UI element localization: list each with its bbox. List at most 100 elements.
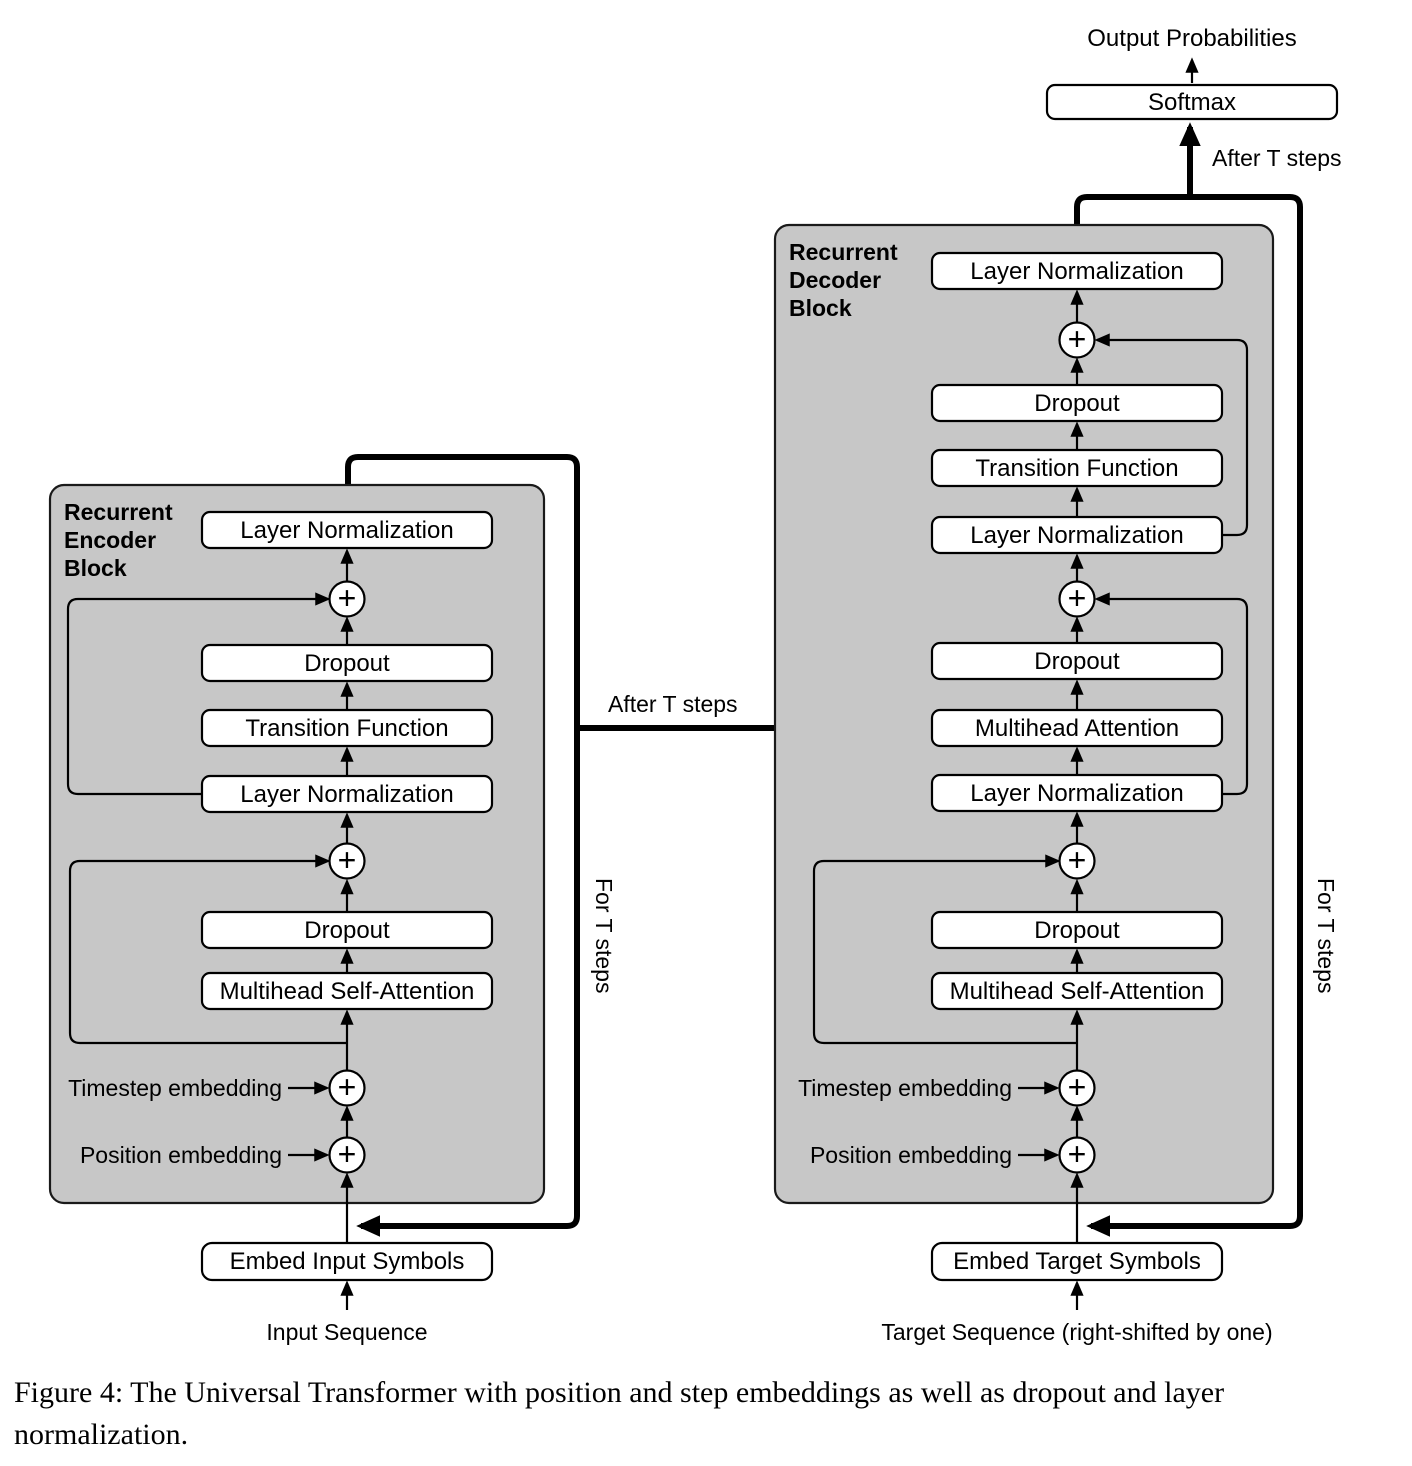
softmax: Softmax <box>1045 83 1339 121</box>
universal-transformer-diagram: Recurrent Encoder Block Layer Normalizat… <box>48 25 1342 1345</box>
decoder-add-circle-3: + <box>1058 842 1096 880</box>
output-head: Softmax Output Probabilities After T ste… <box>1045 25 1342 171</box>
plus-icon: + <box>1068 580 1087 616</box>
encoder-layer-norm-top-label: Layer Normalization <box>240 517 453 544</box>
decoder-dropout-3: Dropout <box>930 910 1224 950</box>
encoder-dropout-bottom: Dropout <box>200 910 494 950</box>
decoder-for-t-steps-label: For T steps <box>1313 878 1339 993</box>
encoder-for-t-steps-label: For T steps <box>591 878 617 993</box>
decoder-layer-norm-top-label: Layer Normalization <box>970 258 1183 285</box>
decoder-add-circle-position: + <box>1058 1136 1096 1174</box>
decoder-layer-norm-2-label: Layer Normalization <box>970 522 1183 549</box>
decoder-position-embedding-label: Position embedding <box>810 1142 1012 1168</box>
decoder-title-line1: Recurrent <box>789 239 898 265</box>
decoder-title-line2: Decoder <box>789 267 881 293</box>
encoder-dropout-top-box <box>200 643 494 683</box>
softmax-label: Softmax <box>1148 89 1236 116</box>
figure-caption: Figure 4: The Universal Transformer with… <box>14 1372 1406 1456</box>
encoder-add-circle-1: + <box>328 580 366 618</box>
decoder-transition-function: Transition Function <box>930 448 1224 488</box>
plus-icon: + <box>1068 842 1087 878</box>
encoder-transition-function-box <box>200 708 494 748</box>
encoder-recurrence-loop <box>345 454 580 1237</box>
encoder-add-circle-timestep: + <box>328 1069 366 1107</box>
decoder-multihead-attention: Multihead Attention <box>930 708 1224 748</box>
decoder-layer-norm-2-box <box>930 515 1224 555</box>
encoder-multihead-self-attention-label: Multihead Self-Attention <box>220 978 475 1005</box>
encoder-title-line1: Recurrent <box>64 499 173 525</box>
encoder-embed-box <box>200 1241 494 1282</box>
encoder-position-embedding-label: Position embedding <box>80 1142 282 1168</box>
decoder-multihead-attention-box <box>930 708 1224 748</box>
plus-icon: + <box>1068 321 1087 357</box>
decoder-title-line3: Block <box>789 295 852 321</box>
encoder-add-circle-position: + <box>328 1136 366 1174</box>
decoder-transition-function-label: Transition Function <box>975 455 1178 482</box>
decoder-embed-target-symbols: Embed Target Symbols <box>930 1241 1224 1282</box>
add-icon <box>1058 1136 1096 1174</box>
decoder-dropout-2-label: Dropout <box>1034 648 1120 675</box>
encoder-skip-input-to-add2 <box>68 854 347 1045</box>
decoder-layer-norm-top: Layer Normalization <box>930 251 1224 291</box>
plus-icon: + <box>338 580 357 616</box>
after-t-steps-mid-label: After T steps <box>608 691 738 717</box>
encoder-multihead-self-attention: Multihead Self-Attention <box>200 971 494 1011</box>
encoder-dropout-top: Dropout <box>200 643 494 683</box>
softmax-box <box>1045 83 1339 121</box>
encoder-layer-norm-top: Layer Normalization <box>200 510 494 550</box>
encoder-layer-norm-mid-box <box>200 774 494 814</box>
decoder-dropout-2: Dropout <box>930 641 1224 681</box>
decoder-dropout-2-box <box>930 641 1224 681</box>
decoder-target-sequence-label: Target Sequence (right-shifted by one) <box>881 1319 1272 1345</box>
decoder-add-circle-1: + <box>1058 321 1096 359</box>
encoder-skip-ln-to-add1 <box>66 592 331 796</box>
decoder-multihead-self-attention: Multihead Self-Attention <box>930 971 1224 1011</box>
decoder-skip-input-to-add3 <box>812 854 1077 1045</box>
decoder-layer-norm-3-box <box>930 773 1224 813</box>
decoder-embed-label: Embed Target Symbols <box>953 1248 1201 1275</box>
plus-icon: + <box>338 1069 357 1105</box>
decoder-transition-function-box <box>930 448 1224 488</box>
encoder-multihead-self-attention-box <box>200 971 494 1011</box>
encoder-input-sequence-label: Input Sequence <box>266 1319 427 1345</box>
encoder-layer-norm-top-box <box>200 510 494 550</box>
encoder-title-line3: Block <box>64 555 127 581</box>
decoder-timestep-embedding-label: Timestep embedding <box>798 1075 1012 1101</box>
encoder-embed-input-symbols: Embed Input Symbols <box>200 1241 494 1282</box>
encoder-title-line2: Encoder <box>64 527 156 553</box>
after-t-steps-top-label: After T steps <box>1212 145 1342 171</box>
encoder-dropout-bottom-label: Dropout <box>304 917 390 944</box>
decoder-dropout-3-label: Dropout <box>1034 917 1120 944</box>
encoder-block: Recurrent Encoder Block Layer Normalizat… <box>48 454 928 1345</box>
add-icon <box>328 580 366 618</box>
encoder-dropout-top-label: Dropout <box>304 650 390 677</box>
plus-icon: + <box>338 842 357 878</box>
add-icon <box>1058 321 1096 359</box>
add-icon <box>328 1136 366 1174</box>
decoder-layer-norm-2: Layer Normalization <box>930 515 1224 555</box>
decoder-dropout-3-box <box>930 910 1224 950</box>
decoder-dropout-1: Dropout <box>930 383 1224 423</box>
add-icon <box>328 842 366 880</box>
encoder-embed-label: Embed Input Symbols <box>230 1248 465 1275</box>
decoder-dropout-1-label: Dropout <box>1034 390 1120 417</box>
decoder-layer-norm-3-label: Layer Normalization <box>970 780 1183 807</box>
plus-icon: + <box>1068 1069 1087 1105</box>
decoder-add-circle-timestep: + <box>1058 1069 1096 1107</box>
decoder-multihead-self-attention-box <box>930 971 1224 1011</box>
encoder-layer-norm-mid-label: Layer Normalization <box>240 781 453 808</box>
encoder-timestep-embedding-label: Timestep embedding <box>68 1075 282 1101</box>
decoder-skip-ln2-to-add1 <box>1094 333 1249 537</box>
encoder-layer-norm-mid: Layer Normalization <box>200 774 494 814</box>
decoder-recurrence-loop <box>1074 194 1303 1237</box>
encoder-transition-function: Transition Function <box>200 708 494 748</box>
figure-caption-line2: normalization. <box>14 1418 189 1451</box>
decoder-layer-norm-3: Layer Normalization <box>930 773 1224 813</box>
plus-icon: + <box>1068 1136 1087 1172</box>
decoder-multihead-attention-label: Multihead Attention <box>975 715 1179 742</box>
decoder-dropout-1-box <box>930 383 1224 423</box>
encoder-add-circle-2: + <box>328 842 366 880</box>
decoder-skip-ln3-to-add2 <box>1094 592 1249 796</box>
decoder-layer-norm-top-box <box>930 251 1224 291</box>
decoder-block: Recurrent Decoder Block Layer Normalizat… <box>773 122 1339 1345</box>
